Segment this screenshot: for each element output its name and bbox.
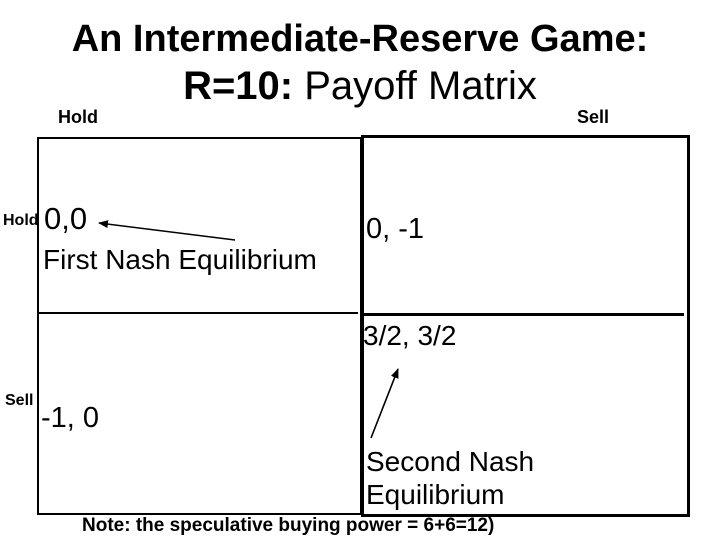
slide-title: An Intermediate-Reserve Game: R=10: Payo… [0, 16, 720, 111]
second-nash-equilibrium-label: Second Nash Equilibrium [366, 446, 535, 511]
cell-sell-hold-payoff: -1, 0 [41, 402, 100, 434]
title-line-1: An Intermediate-Reserve Game: [71, 18, 649, 60]
column-label-hold: Hold [58, 107, 98, 127]
title-line-2: R=10: Payoff Matrix [0, 62, 720, 111]
matrix-right-row-divider [361, 313, 684, 316]
footer-note: Note: the speculative buying power = 6+6… [82, 515, 495, 536]
matrix-left-column-block [37, 137, 362, 515]
row-label-hold: Hold [3, 212, 39, 229]
cell-hold-sell-payoff: 0, -1 [366, 213, 425, 245]
matrix-right-column-block [361, 135, 690, 517]
matrix-left-row-divider [37, 312, 358, 314]
title-r-value: R=10: [183, 64, 294, 109]
row-label-sell: Sell [5, 392, 34, 409]
column-label-sell: Sell [577, 107, 610, 127]
first-nash-equilibrium-label: First Nash Equilibrium [43, 244, 317, 275]
title-line-2-rest: Payoff Matrix [293, 64, 537, 109]
cell-hold-hold-payoff: 0,0 [44, 201, 88, 236]
cell-sell-sell-payoff: 3/2, 3/2 [363, 320, 457, 351]
